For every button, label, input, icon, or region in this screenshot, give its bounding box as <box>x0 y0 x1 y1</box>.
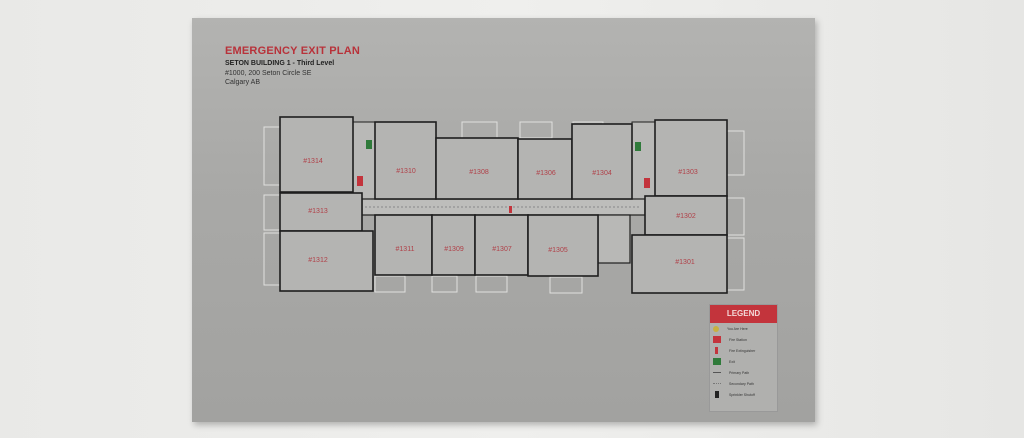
room-label: #1306 <box>536 170 556 177</box>
room-1312 <box>279 230 374 292</box>
fire-extinguisher-icon <box>509 206 512 213</box>
stairwell-east <box>631 121 656 200</box>
room-label: #1304 <box>592 170 612 177</box>
room-label: #1314 <box>303 158 323 165</box>
sprinkler-shutoff-icon <box>715 391 719 398</box>
room-label: #1308 <box>469 169 489 176</box>
room-1301 <box>631 234 728 294</box>
sign-subtitle: SETON BUILDING 1 - Third Level <box>225 60 335 67</box>
room-1309 <box>431 214 476 276</box>
you-are-here-icon <box>713 325 719 332</box>
service-area <box>597 214 631 264</box>
room-label: #1305 <box>548 247 568 254</box>
room-1311 <box>374 214 433 276</box>
fire-station-icon <box>713 336 721 343</box>
legend-label: Sprinkler Shutoff <box>729 392 755 397</box>
legend-label: Secondary Path <box>729 381 754 386</box>
legend-item: You Are Here <box>710 323 777 334</box>
legend-item: Exit <box>710 356 777 367</box>
legend-title: LEGEND <box>710 305 777 323</box>
room-1307 <box>474 214 529 276</box>
legend-label: Primary Path <box>729 370 750 375</box>
legend-label: You Are Here <box>727 326 748 331</box>
room-label: #1302 <box>676 213 696 220</box>
room-label: #1309 <box>444 246 464 253</box>
legend-item: Primary Path <box>710 367 777 378</box>
room-1302 <box>644 195 728 236</box>
room-1303 <box>654 119 728 197</box>
fire-extinguisher-icon <box>715 347 718 354</box>
room-labels: #1314 #1313 #1312 #1310 #1308 #1306 #130… <box>303 158 698 266</box>
fire-station-icon <box>357 176 650 188</box>
legend-item: Sprinkler Shutoff <box>710 389 777 400</box>
primary-path-icon <box>713 372 721 373</box>
room-1310 <box>374 121 437 200</box>
room-1305 <box>527 214 599 277</box>
legend-label: Fire Extinguisher <box>729 348 756 353</box>
room-1304 <box>571 123 633 200</box>
legend-item: Fire Station <box>710 334 777 345</box>
legend-label: Exit <box>729 359 735 364</box>
room-label: #1311 <box>396 246 415 253</box>
room-label: #1307 <box>492 246 512 253</box>
sign-title: EMERGENCY EXIT PLAN <box>225 45 361 57</box>
room-label: #1310 <box>396 168 416 175</box>
room-label: #1301 <box>675 259 695 266</box>
address-line-1: #1000, 200 Seton Circle SE <box>225 70 312 77</box>
legend-item: Secondary Path <box>710 378 777 389</box>
address-line-2: Calgary AB <box>225 79 261 86</box>
room-label: #1312 <box>308 257 328 264</box>
exit-icon <box>713 358 721 365</box>
legend-label: Fire Station <box>729 337 747 342</box>
stairwell-west <box>352 121 376 200</box>
room-label: #1313 <box>308 208 328 215</box>
room-1314 <box>279 116 354 193</box>
legend: LEGEND You Are Here Fire Station Fire Ex… <box>709 304 778 412</box>
legend-item: Fire Extinguisher <box>710 345 777 356</box>
room-1308 <box>435 137 519 200</box>
exit-icon <box>366 140 641 151</box>
room-1306 <box>517 138 573 200</box>
secondary-path-icon <box>713 383 721 384</box>
room-label: #1303 <box>678 169 698 176</box>
rooms <box>279 116 728 294</box>
room-1313 <box>279 192 363 232</box>
